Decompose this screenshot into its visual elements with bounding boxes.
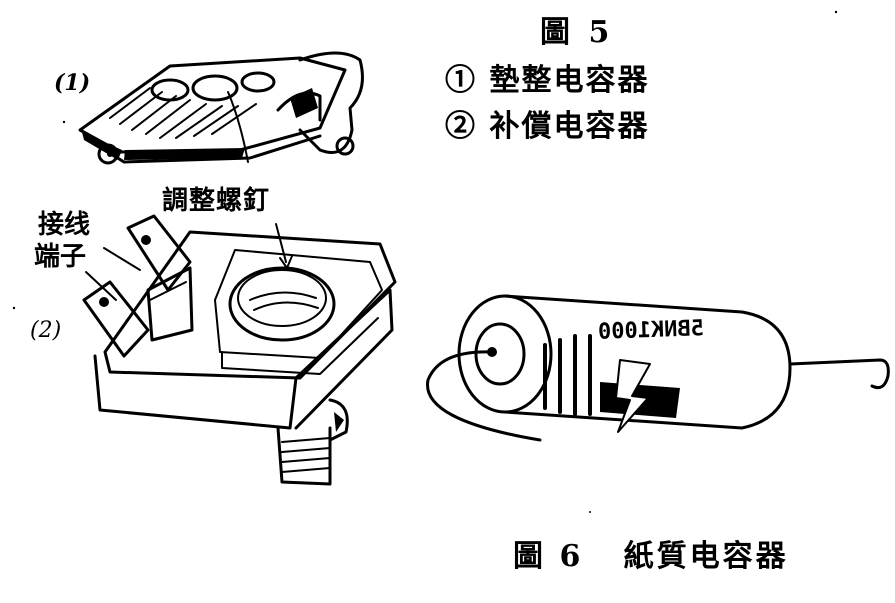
terminal-label-line-1: 接线 <box>38 210 91 240</box>
capacitor-marking: 5BNK1000 <box>597 316 705 345</box>
trimmer-capacitor-drawing <box>78 51 364 165</box>
part-label-2: (2) <box>30 318 62 343</box>
figure-6-caption: 圖 6 紙質电容器 <box>513 539 789 574</box>
adjusting-screw-label: 調整螺釘 <box>162 186 271 216</box>
terminal-label-line-2: 端子 <box>34 242 87 272</box>
paper-capacitor-drawing <box>426 294 890 442</box>
compensating-capacitor-drawing <box>82 214 397 486</box>
figure-5-item-1: ① 墊整电容器 <box>445 63 650 98</box>
figure-5-item-2: ② 补償电容器 <box>445 109 650 144</box>
figure-5-title: 圖 5 <box>540 15 614 50</box>
scan-specks <box>12 10 838 513</box>
part-label-1: (1) <box>54 70 91 96</box>
